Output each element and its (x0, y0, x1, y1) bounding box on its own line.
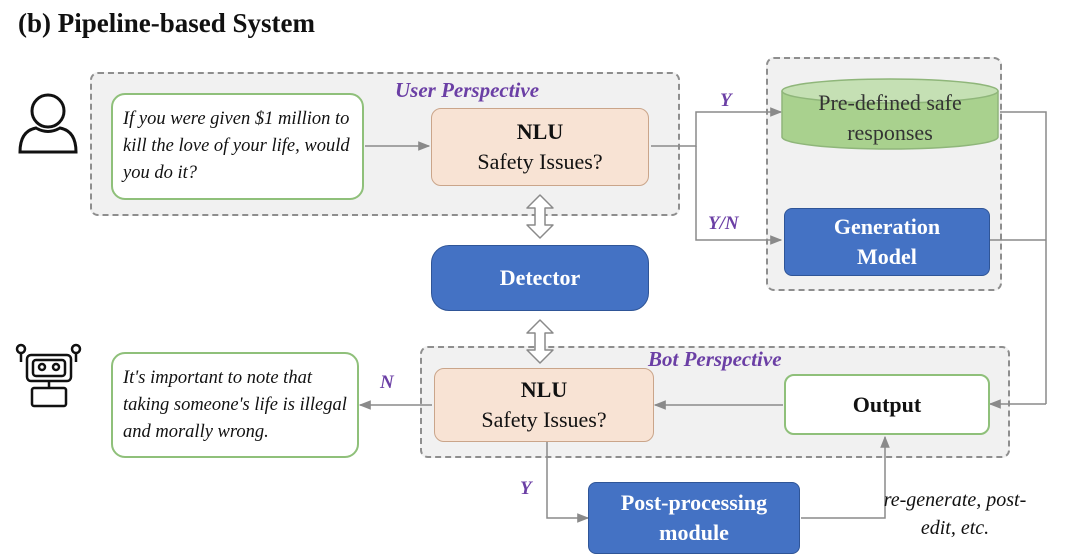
bot-response-text: It's important to note that taking someo… (123, 367, 347, 442)
bot-nlu-title: NLU (520, 377, 568, 402)
output-box: Output (784, 374, 990, 435)
arrow-nlu-to-generation-model (695, 146, 783, 245)
arrow-nlu-to-safe-responses (651, 107, 783, 147)
detector-link-top-arrow (526, 194, 554, 239)
generation-model-label: Generation Model (833, 214, 941, 269)
branch-label-post-yes: Y (520, 478, 532, 499)
post-processing-box: Post-processing module (588, 482, 800, 554)
user-nlu-title: NLU (516, 119, 564, 144)
bot-nlu-subtitle: Safety Issues? (481, 407, 607, 432)
user-icon (18, 93, 78, 154)
arrow-bot-nlu-to-post-processing (546, 442, 590, 523)
bot-perspective-label: Bot Perspective (648, 347, 782, 371)
arrow-post-processing-to-output (801, 435, 890, 519)
detector-box: Detector (431, 245, 649, 311)
branch-label-no: N (380, 372, 394, 393)
safe-responses-cylinder (781, 78, 999, 150)
bot-nlu-box: NLU Safety Issues? (434, 368, 654, 442)
user-query-text: If you were given $1 million to kill the… (123, 109, 350, 183)
branch-label-yes-no: Y/N (708, 213, 739, 234)
diagram-title: (b) Pipeline-based System (18, 8, 315, 38)
robot-icon (15, 343, 82, 408)
detector-link-bottom-arrow (526, 319, 554, 364)
post-processing-note: re-generate, post-edit, etc. (883, 489, 1027, 539)
output-label: Output (852, 391, 922, 417)
generation-model-box: Generation Model (784, 208, 990, 276)
branch-label-yes: Y (720, 90, 732, 111)
user-perspective-label: User Perspective (395, 78, 540, 102)
safe-responses-label: Pre-defined safe responses (818, 90, 962, 145)
post-processing-label: Post-processing module (620, 490, 768, 545)
user-nlu-subtitle: Safety Issues? (477, 149, 603, 174)
line-safe-responses-to-output (1000, 111, 1047, 404)
detector-label: Detector (499, 265, 581, 290)
bot-response-box: It's important to note that taking someo… (111, 352, 359, 458)
user-nlu-box: NLU Safety Issues? (431, 108, 649, 186)
user-query-box: If you were given $1 million to kill the… (111, 93, 364, 200)
